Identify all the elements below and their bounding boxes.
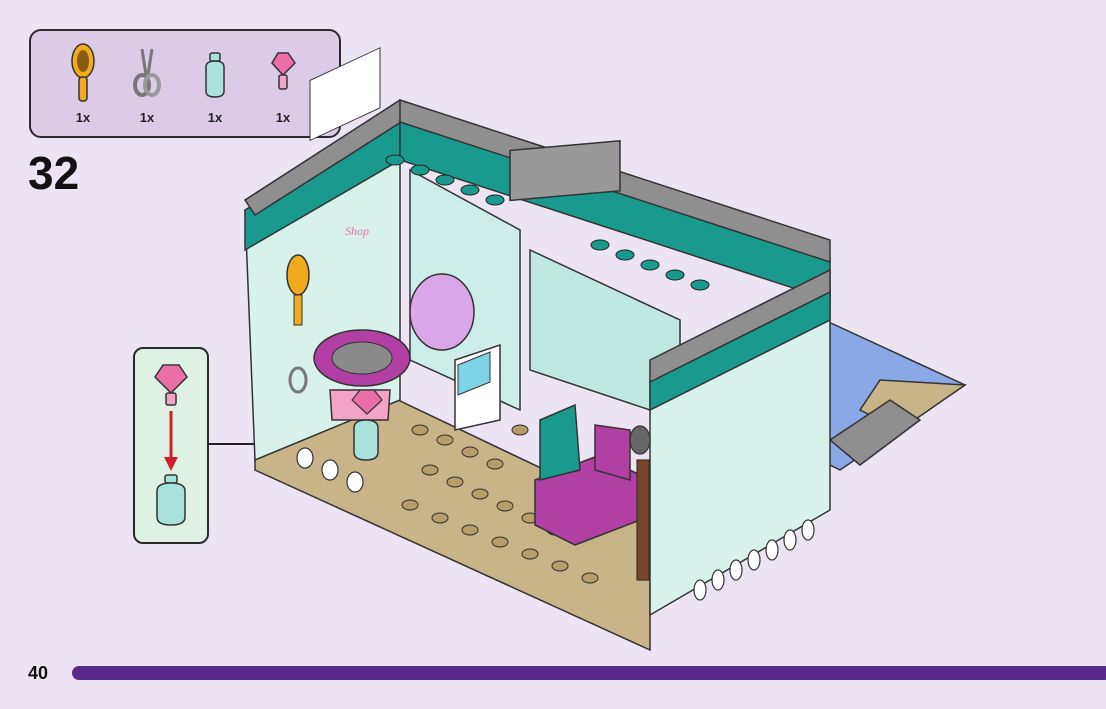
page-accent-bar [72,666,1106,680]
hairbrush-on-wall [286,254,310,296]
part-scissors: 1x [127,41,167,129]
part-pink-gem: 1x [263,41,303,129]
part-bottle: 1x [195,41,235,129]
pink-gem-icon [154,364,188,395]
pink-gem-icon [271,52,296,90]
subassembly-diagram [154,364,188,526]
dryer-stand [636,459,650,581]
bottle-icon [156,482,186,526]
shop-sign-text: Shop [345,224,369,238]
page-number: 40 [28,663,49,683]
hairbrush-icon [71,43,95,102]
bottle-icon [205,52,225,98]
part-qty: 1x [75,110,91,125]
wig [409,273,475,351]
scissors-on-wall [288,366,308,394]
parts-list-box: 1x 1x 1x 1x [29,29,341,138]
part-qty: 1x [139,110,155,125]
scissors-icon [133,48,161,97]
step-number: 32 [28,147,80,199]
subassembly-callout [133,347,209,544]
part-hairbrush: 1x [63,41,103,129]
part-qty: 1x [207,110,223,125]
part-qty: 1x [275,110,291,125]
